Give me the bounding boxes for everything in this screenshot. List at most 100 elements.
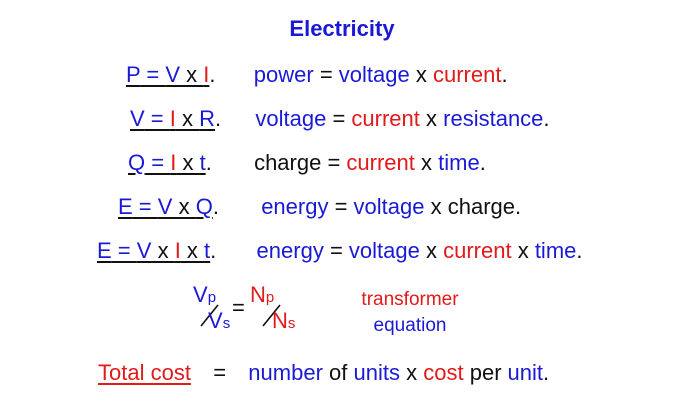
np-symbol: Np — [250, 282, 275, 307]
formula-symbol: I — [170, 150, 177, 175]
ns-symbol: Ns — [272, 308, 296, 333]
formula-symbol: P — [126, 62, 141, 87]
word: current — [351, 106, 420, 131]
word-unit: unit — [507, 360, 543, 385]
word: voltage — [338, 62, 410, 87]
transformer-label-line1: transformer — [361, 289, 459, 310]
word-period: . — [501, 62, 508, 87]
formula-symbol: V — [136, 238, 152, 263]
equals-sign: = — [232, 295, 245, 320]
formula-symbol: I — [169, 106, 176, 131]
word-operator: = — [321, 150, 347, 175]
formula-operator: x — [175, 106, 200, 131]
formula-symbol: V — [157, 194, 173, 219]
formula-operator: = — [132, 194, 158, 219]
word-operator: x — [424, 194, 448, 219]
word-period: . — [543, 106, 550, 131]
formula-period: . — [210, 238, 217, 263]
formula-symbol: t — [204, 238, 211, 263]
word: current — [432, 62, 502, 87]
formula-operator: x — [151, 238, 175, 263]
formula-operator: x — [180, 62, 204, 87]
formula-operator: = — [111, 238, 137, 263]
words-power: power = voltage x current. — [254, 62, 508, 87]
word: current — [346, 150, 415, 175]
formula-period: . — [209, 62, 216, 87]
formula-symbol: Q — [128, 150, 146, 175]
formula-voltage: V = I x R — [130, 106, 215, 131]
word: voltage — [255, 106, 327, 131]
word: power — [253, 62, 314, 87]
formula-operator: x — [172, 194, 196, 219]
formula-symbol: t — [199, 150, 206, 175]
word: voltage — [348, 238, 420, 263]
formula-operator: x — [176, 150, 200, 175]
equation-row-power: P = V x I. power = voltage x current. — [126, 62, 508, 88]
formula-symbol: E — [118, 194, 133, 219]
formula-symbol: I — [174, 238, 181, 263]
total-cost: Total cost — [98, 360, 191, 385]
formula-power: P = V x I — [126, 62, 209, 87]
word-period: . — [576, 238, 583, 263]
formula-symbol: V — [165, 62, 181, 87]
word: resistance — [443, 106, 544, 131]
formula-period: . — [212, 194, 219, 219]
vp-symbol: Vp — [193, 282, 217, 307]
vs-symbol: Vs — [208, 308, 231, 333]
formula-operator: = — [140, 62, 166, 87]
word: energy — [261, 194, 329, 219]
page-title: Electricity — [289, 16, 395, 41]
formula-symbol: Q — [195, 194, 213, 219]
word-operator: x — [511, 238, 535, 263]
fraction-slash-icon — [262, 304, 281, 327]
formula-operator: = — [144, 106, 170, 131]
word: energy — [256, 238, 324, 263]
formula-operator: x — [180, 238, 205, 263]
formula-operator: = — [145, 150, 171, 175]
word-operator: = — [323, 238, 349, 263]
formula-symbol: I — [203, 62, 210, 87]
word: charge — [447, 194, 516, 219]
transformer-label-line2: equation — [373, 315, 447, 336]
word-period: . — [515, 194, 522, 219]
words-energy-charge: energy = voltage x charge. — [261, 194, 521, 219]
word-cost: cost — [423, 360, 464, 385]
word-operator: = — [313, 62, 339, 87]
word-number: number — [248, 360, 323, 385]
formula-period: . — [205, 150, 212, 175]
word-per: per — [469, 360, 502, 385]
equation-row-energy-charge: E = V x Q. energy = voltage x charge. — [118, 194, 521, 220]
equation-row-energy-time: E = V x I x t. energy = voltage x curren… — [97, 238, 583, 264]
word: charge — [254, 150, 322, 175]
formula-charge: Q = I x t — [128, 150, 206, 175]
cost-equals: = — [213, 360, 227, 385]
transformer-equation: Vp Vs = Np Ns — [188, 280, 328, 342]
cost-period: . — [543, 360, 550, 385]
equation-row-charge: Q = I x t. charge = current x time. — [128, 150, 486, 176]
word-operator: = — [328, 194, 354, 219]
word-x: x — [406, 360, 418, 385]
word-operator: x — [419, 106, 444, 131]
formula-symbol: V — [130, 106, 145, 131]
word-operator: = — [326, 106, 352, 131]
word: time — [438, 150, 480, 175]
formula-energy-time: E = V x I x t — [97, 238, 210, 263]
word: time — [534, 238, 577, 263]
word: current — [443, 238, 512, 263]
equation-row-voltage: V = I x R. voltage = current x resistanc… — [130, 106, 550, 132]
formula-symbol: R — [199, 106, 216, 131]
formula-period: . — [215, 106, 222, 131]
word-period: . — [479, 150, 486, 175]
word: voltage — [353, 194, 425, 219]
word-units: units — [353, 360, 400, 385]
words-voltage: voltage = current x resistance. — [255, 106, 549, 131]
words-charge: charge = current x time. — [254, 150, 486, 175]
transformer-label: transformer equation — [340, 287, 480, 339]
word-operator: x — [414, 150, 439, 175]
formula-energy-charge: E = V x Q — [118, 194, 213, 219]
words-energy-time: energy = voltage x current x time. — [257, 238, 583, 263]
word-operator: x — [409, 62, 433, 87]
fraction-slash-icon — [200, 304, 219, 327]
word-operator: x — [419, 238, 444, 263]
